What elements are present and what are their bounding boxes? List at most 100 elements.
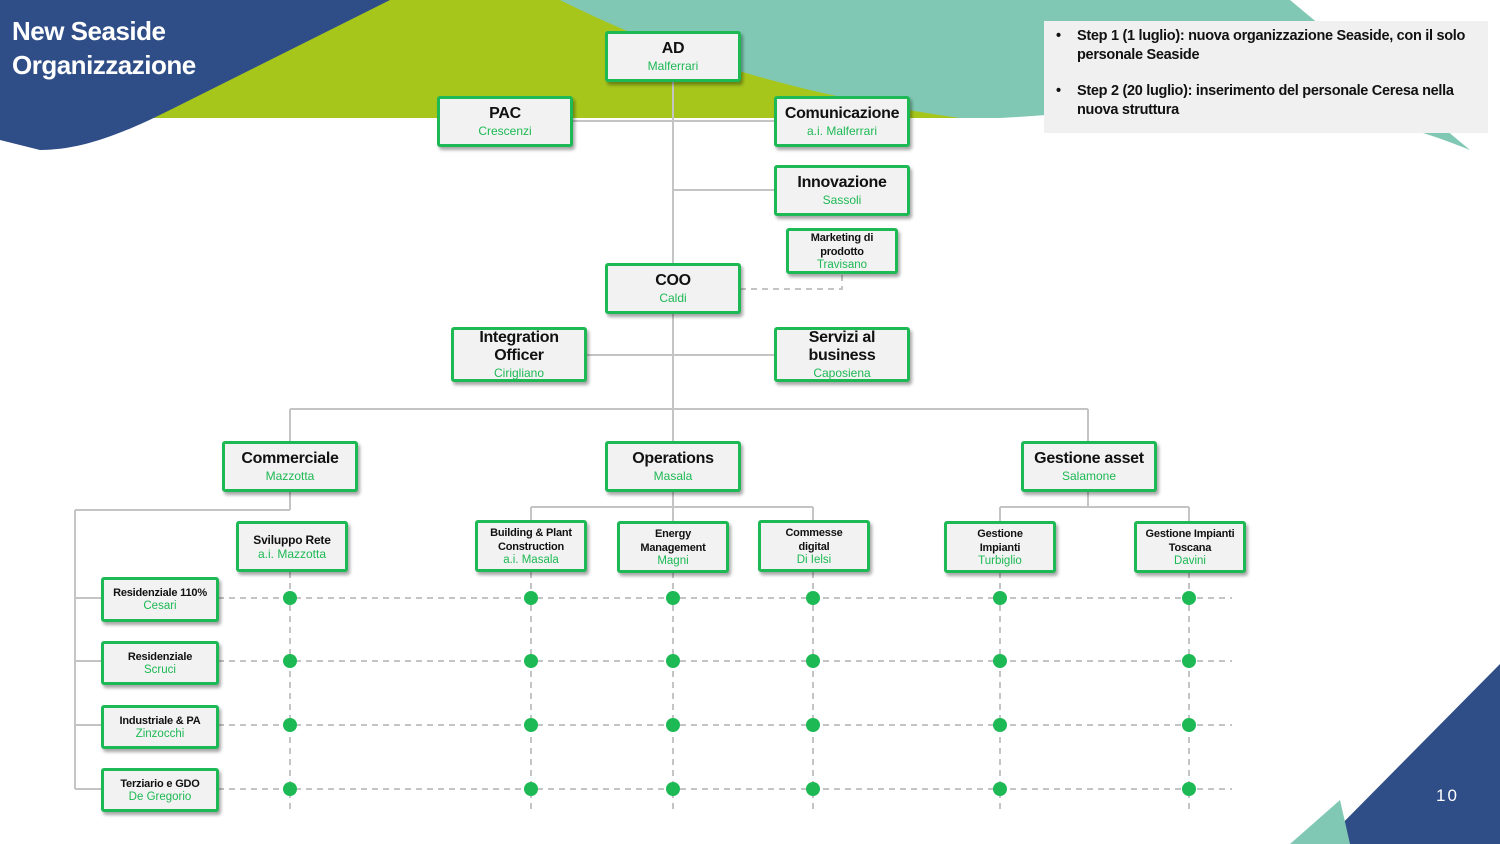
matrix-dot (993, 591, 1007, 605)
matrix-dot (283, 782, 297, 796)
node-title: COO (655, 271, 691, 289)
node-name: Caldi (659, 290, 687, 305)
node-title: Industriale & PA (119, 714, 201, 727)
org-node-commesse-digital: Commesse digital Di Ielsi (758, 520, 870, 572)
node-name: Salamone (1061, 468, 1117, 483)
matrix-dot (1182, 718, 1196, 732)
navy-corner-shape (1322, 664, 1500, 844)
matrix-dots (283, 591, 1196, 796)
matrix-dot (666, 591, 680, 605)
node-title: Operations (632, 449, 714, 467)
node-name: a.i. Masala (503, 553, 559, 566)
node-title: Servizi al business (808, 328, 876, 364)
node-name: De Gregorio (128, 790, 192, 803)
node-title: Residenziale 110% (113, 587, 207, 599)
node-name: Masala (653, 468, 693, 483)
teal-corner-shape (1290, 800, 1350, 844)
node-name: Caposiena (813, 365, 871, 380)
matrix-dot (524, 654, 538, 668)
matrix-dot (666, 782, 680, 796)
node-name: Davini (1174, 554, 1206, 567)
node-title: Terziario e GDO (120, 777, 200, 790)
matrix-dot (806, 782, 820, 796)
matrix-dot (993, 718, 1007, 732)
matrix-dot (524, 718, 538, 732)
navy-header-shape (0, 0, 390, 150)
slide-title: New Seaside Organizzazione (12, 14, 196, 82)
slide-title-line1: New Seaside (12, 16, 166, 46)
node-name: a.i. Malferrari (806, 123, 877, 138)
org-node-innovazione: Innovazione Sassoli (774, 165, 910, 216)
connector-lines (74, 80, 1190, 790)
node-title: Gestione Impianti Toscana (1145, 527, 1235, 554)
matrix-dot (806, 591, 820, 605)
node-title: Residenziale (127, 650, 193, 663)
org-node-operations: Operations Masala (605, 441, 741, 492)
note-item: • Step 2 (20 luglio): inserimento del per… (1056, 82, 1474, 120)
matrix-dot (666, 654, 680, 668)
notes-box: • Step 1 (1 luglio): nuova organizzazione… (1044, 21, 1488, 133)
matrix-dot (993, 654, 1007, 668)
matrix-dot (806, 718, 820, 732)
org-node-gestione-asset: Gestione asset Salamone (1021, 441, 1157, 492)
node-name: Di Ielsi (796, 553, 832, 566)
org-node-pac: PAC Crescenzi (437, 96, 573, 147)
org-node-ad: AD Malferrari (605, 31, 741, 82)
org-node-gestione-impianti-toscana: Gestione Impianti Toscana Davini (1134, 521, 1246, 573)
matrix-dot (993, 782, 1007, 796)
node-name: Magni (657, 554, 689, 567)
org-node-servizi-business: Servizi al business Caposiena (774, 327, 910, 382)
matrix-dot (806, 654, 820, 668)
org-node-gestione-impianti: Gestione Impianti Turbiglio (944, 521, 1056, 573)
matrix-dot (666, 718, 680, 732)
node-name: Cesari (143, 600, 177, 612)
node-name: Travisano (816, 258, 868, 271)
node-name: Crescenzi (478, 123, 532, 138)
org-node-terziario-gdo: Terziario e GDO De Gregorio (101, 768, 219, 812)
org-node-industriale-pa: Industriale & PA Zinzocchi (101, 705, 219, 749)
node-title: Commesse digital (785, 526, 843, 553)
dashed-connectors (218, 272, 1232, 812)
node-title: Gestione asset (1034, 449, 1144, 467)
org-node-residenziale-110: Residenziale 110% Cesari (101, 577, 219, 622)
bullet-dot-icon: • (1056, 83, 1061, 99)
node-title: PAC (489, 104, 521, 122)
org-node-sviluppo-rete: Sviluppo Rete a.i. Mazzotta (236, 521, 348, 572)
node-title: Integration Officer (479, 328, 559, 364)
node-title: Comunicazione (784, 104, 900, 122)
node-name: Cirigliano (493, 365, 545, 380)
matrix-dot (524, 591, 538, 605)
node-title: Commerciale (241, 449, 339, 467)
note-text: Step 1 (1 luglio): nuova organizzazione … (1077, 28, 1466, 63)
slide-title-line2: Organizzazione (12, 50, 196, 80)
node-name: Zinzocchi (135, 727, 185, 740)
org-node-energy-management: Energy Management Magni (617, 521, 729, 573)
node-title: Marketing di prodotto (810, 231, 874, 258)
matrix-dot (283, 718, 297, 732)
org-node-building-plant: Building & Plant Construction a.i. Masal… (475, 520, 587, 572)
node-title: Innovazione (797, 173, 887, 191)
node-name: a.i. Mazzotta (257, 546, 327, 561)
node-name: Sassoli (822, 192, 862, 207)
node-title: AD (661, 39, 685, 57)
org-node-marketing: Marketing di prodotto Travisano (786, 228, 898, 274)
note-text: Step 2 (20 luglio): inserimento del pers… (1077, 83, 1454, 118)
node-name: Mazzotta (265, 468, 315, 483)
node-name: Scruci (144, 663, 176, 676)
org-node-residenziale: Residenziale Scruci (101, 641, 219, 685)
matrix-dot (524, 782, 538, 796)
org-node-coo: COO Caldi (605, 263, 741, 314)
node-title: Energy Management (640, 527, 706, 554)
node-name: Turbiglio (978, 554, 1022, 567)
org-node-commerciale: Commerciale Mazzotta (222, 441, 358, 492)
matrix-dot (1182, 654, 1196, 668)
matrix-dot (1182, 782, 1196, 796)
node-title: Building & Plant Construction (490, 526, 572, 553)
matrix-dot (1182, 591, 1196, 605)
page-number: 10 (1436, 786, 1459, 805)
matrix-dot (283, 591, 297, 605)
org-node-comunicazione: Comunicazione a.i. Malferrari (774, 96, 910, 147)
note-item: • Step 1 (1 luglio): nuova organizzazione… (1056, 27, 1474, 65)
bullet-dot-icon: • (1056, 28, 1061, 44)
node-name: Malferrari (647, 58, 699, 73)
